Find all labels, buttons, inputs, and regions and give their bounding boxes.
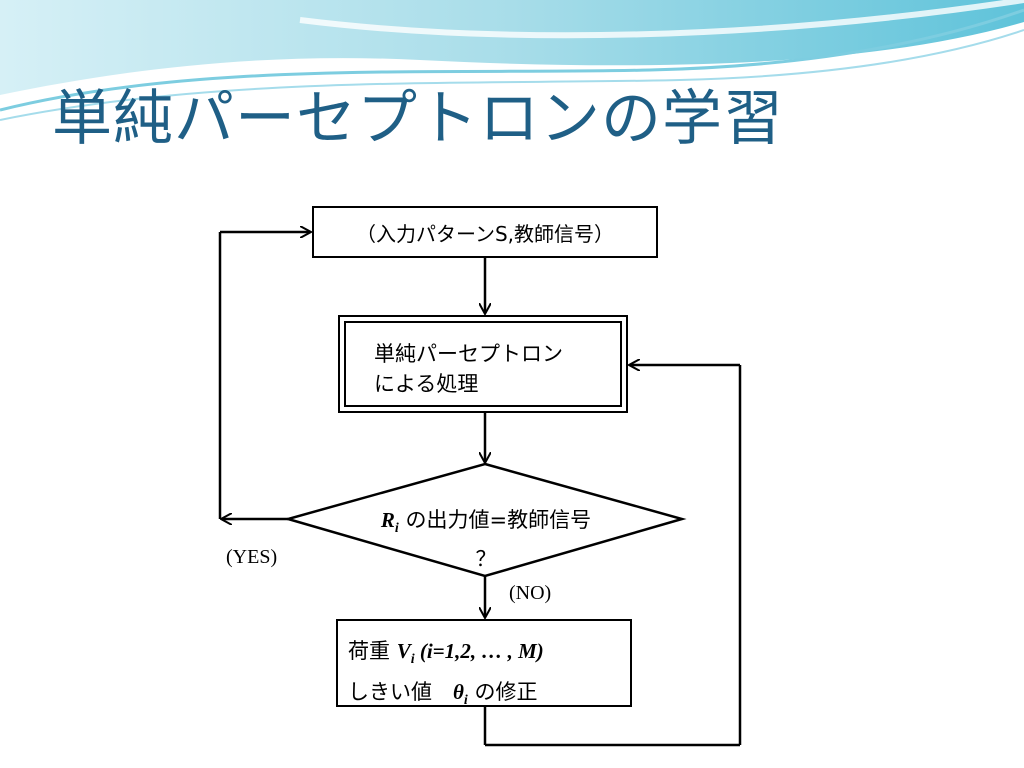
decision-line2: ？ [475,547,497,572]
process-line2: による処理 [374,372,479,396]
update-line1: 荷重 Vi (i=1,2, … , M) [348,635,630,676]
update-var1: V [396,639,411,663]
decision-line1: Ri の出力値=教師信号 [290,505,682,544]
update-var2: θ [453,680,464,705]
no-label: (NO) [509,582,552,604]
update-range: (i=1,2, … , M) [414,639,544,663]
update-box: 荷重 Vi (i=1,2, … , M) しきい値 θi の修正 [336,619,632,708]
update-sub1: i [410,652,415,668]
decision-sub: i [394,521,399,537]
update-prefix1: 荷重 [348,639,397,663]
update-line2: しきい値 θi の修正 [348,676,630,717]
decision-var: R [380,508,395,532]
slide-title: 単純パーセプトロンの学習 [52,84,784,154]
input-box-label: （入力パターンS,教師信号） [355,221,615,246]
process-box: 単純パーセプトロン による処理 [338,315,628,413]
decision-condition: の出力値=教師信号 [398,508,592,532]
header-wave-decoration [0,0,1024,121]
update-sub2: i [463,693,468,709]
yes-label: (YES) [226,546,278,568]
update-suffix2: の修正 [467,680,538,705]
update-prefix2: しきい値 [348,680,453,705]
input-box: （入力パターンS,教師信号） [312,206,658,258]
process-line1: 単純パーセプトロン [374,342,563,366]
process-box-inner: 単純パーセプトロン による処理 [344,321,622,407]
decision-text: Ri の出力値=教師信号 ？ [290,505,682,575]
